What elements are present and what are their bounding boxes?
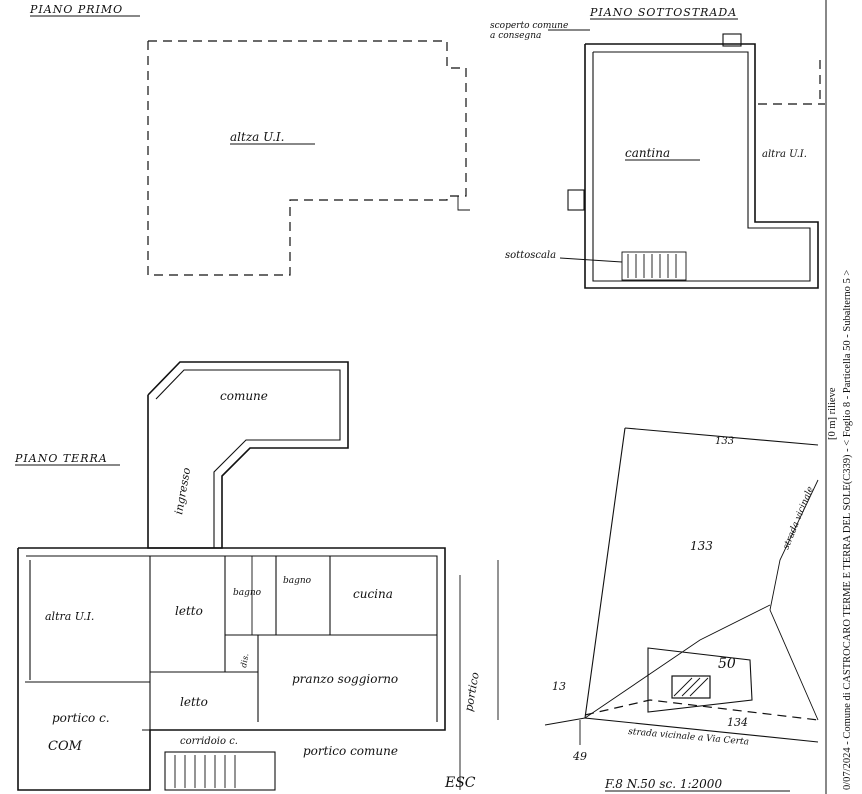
parcel-top-label: 133 bbox=[715, 436, 734, 447]
stair bbox=[621, 251, 687, 281]
comune-label: comune bbox=[220, 389, 268, 403]
disimpegno-label: dis. bbox=[239, 653, 250, 669]
altra-ui-sottostrada-label: altra U.I. bbox=[762, 149, 807, 160]
piano-terra-title: PIANO TERRA bbox=[14, 452, 108, 465]
portico-comune-label: portico comune bbox=[303, 744, 398, 758]
cucina-label: cucina bbox=[353, 587, 393, 601]
ingresso-label: ingresso bbox=[172, 466, 193, 515]
piano-terra-plan: PIANO TERRA comune ingresso bbox=[14, 361, 499, 791]
piano-primo-plan: PIANO PRIMO altza U.I. bbox=[29, 3, 470, 276]
bagno2-label: bagno bbox=[283, 576, 312, 586]
com-label: COM bbox=[48, 739, 83, 754]
corridoio-label: corridoio c. bbox=[180, 736, 238, 747]
num-13-label: 13 bbox=[552, 680, 566, 693]
letto1-label: letto bbox=[175, 604, 203, 618]
portico-label: portico bbox=[462, 671, 482, 713]
sottoscala-label: sottoscala bbox=[505, 250, 556, 261]
piano-sottostrada-plan: PIANO SOTTOSTRADA scoperto comune a cons… bbox=[490, 6, 825, 289]
stamp-small-note: [0 m] rilieve bbox=[827, 387, 838, 440]
piano-primo-title: PIANO PRIMO bbox=[29, 3, 123, 16]
cadastral-stamp: 0/07/2024 - Comune di CASTROCARO TERME E… bbox=[842, 270, 853, 790]
sottostrada-title: PIANO SOTTOSTRADA bbox=[589, 6, 737, 19]
building-hatch bbox=[673, 677, 709, 697]
cadastral-map: 133 133 50 13 134 49 strada vicinale str… bbox=[544, 427, 819, 792]
num-49-label: 49 bbox=[572, 750, 587, 763]
parcel-main-label: 133 bbox=[690, 539, 713, 553]
esc-label: ESC bbox=[444, 775, 476, 791]
stair-terra bbox=[174, 755, 236, 788]
letto2-label: letto bbox=[180, 695, 208, 709]
num-134-label: 134 bbox=[727, 716, 748, 729]
parcel-50-label: 50 bbox=[718, 656, 736, 672]
strada-vicinale-label: strada vicinale bbox=[782, 485, 816, 551]
primo-room-label: altza U.I. bbox=[230, 130, 285, 144]
scoperto-label-1: scoperto comune bbox=[490, 21, 568, 31]
portico-c-label: portico c. bbox=[52, 711, 110, 725]
map-caption: F.8 N.50 sc. 1:2000 bbox=[604, 777, 722, 791]
strada-bottom-label: strada vicinale a Via Certa bbox=[628, 727, 750, 748]
pranzo-label: pranzo soggiorno bbox=[292, 672, 398, 686]
bagno-label: bagno bbox=[233, 588, 262, 598]
cantina-label: cantina bbox=[625, 146, 670, 160]
altra-ui-terra-label: altra U.I. bbox=[45, 610, 94, 623]
scoperto-label-2: a consegna bbox=[490, 31, 541, 41]
